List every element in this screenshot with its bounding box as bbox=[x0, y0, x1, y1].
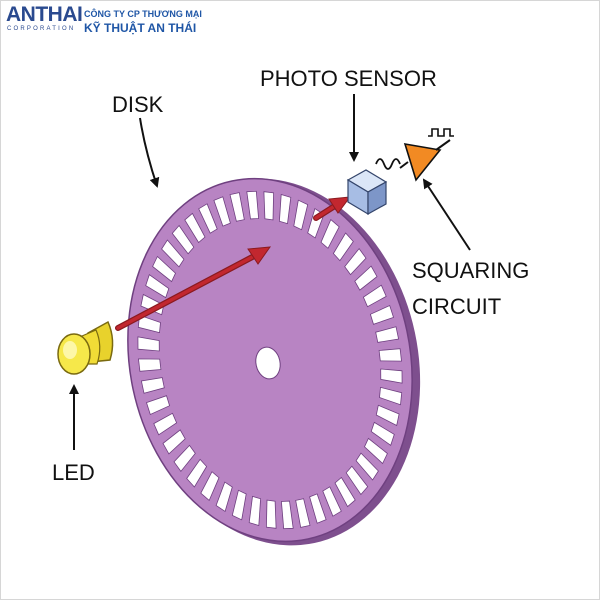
disk-slot bbox=[370, 421, 395, 446]
disk-slot bbox=[309, 493, 327, 524]
disk-slot bbox=[379, 386, 403, 406]
disk-slot bbox=[186, 458, 208, 488]
disk-slot bbox=[354, 265, 378, 291]
logo-brand: ANTHAI bbox=[6, 3, 83, 26]
disk-slot bbox=[263, 191, 275, 221]
disk-slot bbox=[173, 444, 196, 473]
sine-wave-signal bbox=[375, 158, 401, 170]
disk-slot bbox=[278, 193, 292, 225]
disk-slot bbox=[322, 486, 342, 517]
disk-slot bbox=[355, 452, 379, 481]
disk-center-hole bbox=[255, 346, 281, 380]
disk-slot bbox=[369, 304, 394, 325]
disk-slot bbox=[380, 368, 403, 384]
disk-slot bbox=[138, 358, 162, 372]
led-label: LED bbox=[52, 460, 95, 485]
squaring-circuit-label-line2: CIRCUIT bbox=[412, 294, 501, 319]
squaring-amplifier-icon bbox=[399, 139, 451, 182]
disk-slot bbox=[161, 239, 185, 268]
disk-slot bbox=[152, 255, 176, 283]
disk-slot bbox=[215, 481, 233, 513]
squaring-circuit-label-line1: SQUARING bbox=[412, 258, 529, 283]
disk-slot bbox=[229, 192, 245, 222]
disk-slot bbox=[146, 395, 171, 416]
disk-slot bbox=[246, 190, 260, 220]
light-beam bbox=[115, 196, 352, 331]
disk-slot bbox=[265, 499, 277, 529]
disk-slot bbox=[137, 336, 160, 352]
disk-slot bbox=[184, 212, 206, 244]
company-name-line1: CÔNG TY CP THƯƠNG MẠI bbox=[84, 9, 202, 19]
photo-sensor-icon bbox=[346, 169, 388, 216]
disk-slot bbox=[344, 247, 367, 276]
disk-pointer-arrow bbox=[139, 117, 160, 188]
disk-slot bbox=[171, 224, 195, 255]
disk-slot bbox=[378, 348, 402, 362]
disk-slots bbox=[137, 190, 403, 530]
disk-slot bbox=[375, 326, 400, 343]
disk-slot bbox=[375, 404, 400, 427]
square-wave-signal bbox=[428, 128, 454, 137]
company-logo: ANTHAI CORPORATION CÔNG TY CP THƯƠNG MẠI… bbox=[6, 4, 306, 38]
disk-label: DISK bbox=[112, 92, 164, 117]
disk-slot bbox=[345, 465, 369, 496]
disk-slot bbox=[334, 476, 356, 508]
disk-slot bbox=[293, 199, 309, 231]
disk-slot bbox=[364, 437, 388, 465]
encoder-disk bbox=[127, 177, 421, 546]
disk-slot bbox=[213, 196, 231, 227]
disk-slot bbox=[153, 412, 178, 436]
disk-slot bbox=[231, 489, 247, 521]
disk-slot bbox=[362, 284, 387, 308]
led-icon bbox=[57, 320, 114, 375]
disk-slot bbox=[200, 471, 220, 502]
company-name-line2: KỸ THUẬT AN THÁI bbox=[84, 21, 197, 35]
disk-slot bbox=[145, 274, 170, 299]
disk-slot bbox=[280, 500, 294, 530]
disk-slot bbox=[248, 495, 262, 527]
disk-slot bbox=[332, 232, 354, 262]
disk-slot bbox=[320, 218, 340, 249]
disk-slot bbox=[295, 498, 311, 528]
disk-slot bbox=[162, 429, 186, 455]
disk-slot bbox=[140, 377, 165, 394]
squaring-circuit-pointer-arrow bbox=[422, 178, 471, 251]
photo-sensor-label: PHOTO SENSOR bbox=[260, 66, 437, 91]
disk-slot bbox=[198, 203, 218, 234]
logo-corporation: CORPORATION bbox=[7, 26, 76, 32]
